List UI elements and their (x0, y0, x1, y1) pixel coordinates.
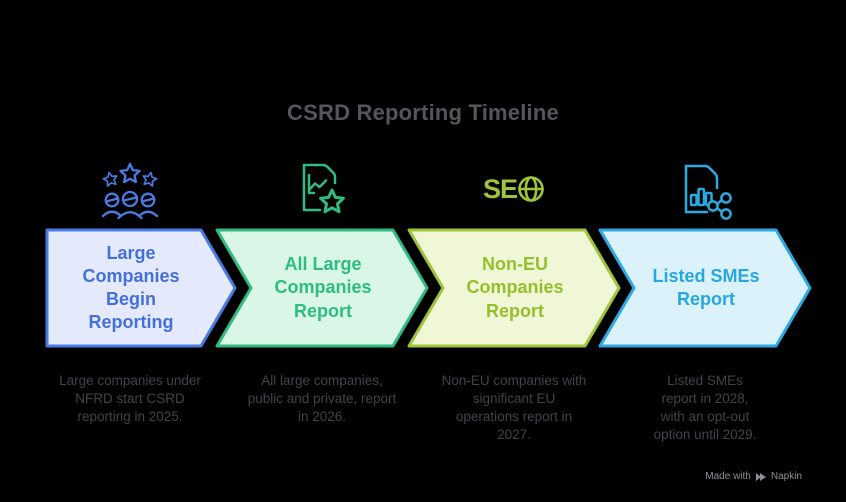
document-chart-star-icon (296, 161, 348, 219)
made-with-label: Made with (705, 471, 751, 482)
step-label: Large Companies Begin Reporting (82, 242, 180, 333)
chevron-shape (407, 228, 621, 348)
napkin-brand-label: Napkin (770, 471, 802, 482)
chevron-shape (45, 228, 237, 348)
step-description: Large companies under NFRD start CSRD re… (59, 373, 201, 424)
team-with-stars-icon (102, 161, 158, 220)
timeline-step-2027: SE Non-EU Companies Report Non-EU compan… (407, 0, 621, 502)
step-description: Listed SMEs report in 2028, with an opt-… (653, 373, 757, 442)
step-description: All large companies, public and private,… (247, 373, 397, 424)
made-with-napkin-badge: Made with Napkin (705, 471, 802, 482)
step-description: Non-EU companies with significant EU ope… (441, 373, 587, 442)
step-label: Listed SMEs Report (652, 265, 760, 309)
step-label: All Large Companies Report (274, 254, 372, 321)
svg-text:SE: SE (483, 174, 517, 204)
napkin-logo-icon (755, 472, 766, 481)
timeline-step-2026: All Large Companies Report All large com… (215, 0, 429, 502)
chevron-shape (598, 228, 812, 348)
chevron-shape (215, 228, 429, 348)
timeline-step-2028: Listed SMEs Report Listed SMEs report in… (598, 0, 812, 502)
seo-globe-icon: SE (481, 161, 547, 219)
page-title: CSRD Reporting Timeline (287, 100, 559, 125)
document-barchart-share-icon (677, 161, 733, 220)
step-label: Non-EU Companies Report (466, 254, 564, 321)
timeline-step-2025: Large Companies Begin Reporting Large co… (23, 0, 237, 502)
